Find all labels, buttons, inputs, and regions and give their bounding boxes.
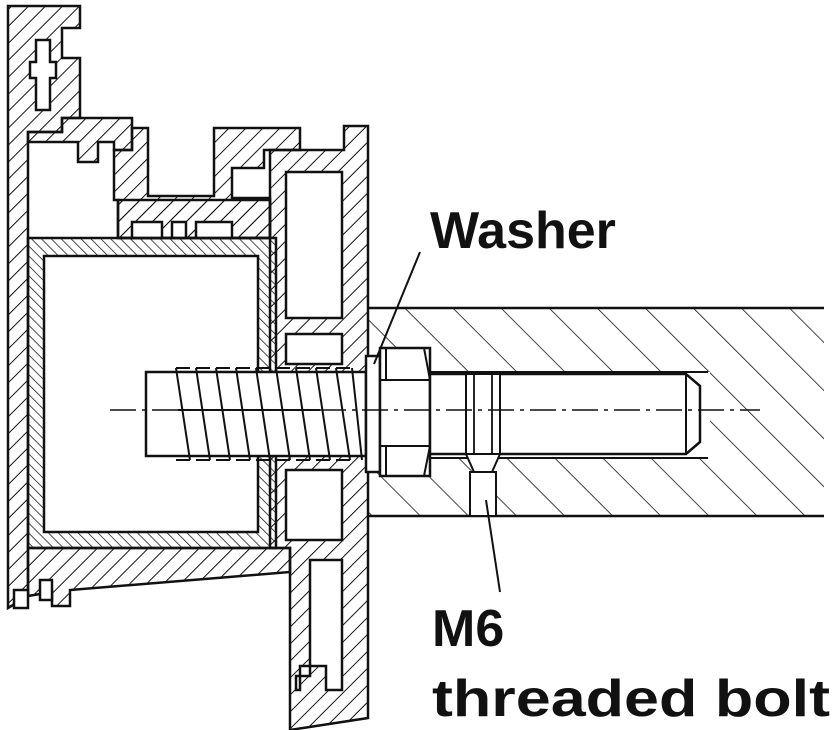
bolt-dowel bbox=[469, 471, 497, 517]
bolt-assembly bbox=[110, 346, 760, 517]
bolt-label-line2: threaded bolt bbox=[432, 670, 830, 728]
washer-label: Washer bbox=[430, 202, 616, 260]
bolt-collar bbox=[465, 373, 501, 455]
profile-bottom-flange bbox=[26, 546, 292, 608]
bottom-slot-mid bbox=[38, 578, 54, 602]
front-cavity-top bbox=[284, 170, 344, 320]
hex-nut bbox=[378, 346, 432, 478]
front-cavity-mid bbox=[284, 332, 344, 366]
front-cavity-low bbox=[284, 468, 344, 542]
profile-window-3 bbox=[194, 220, 234, 240]
steel-tube bbox=[26, 236, 278, 550]
leader-lines bbox=[373, 251, 501, 593]
bolt-leader bbox=[485, 499, 501, 593]
bottom-slot-left bbox=[12, 588, 30, 610]
profile-slot bbox=[28, 38, 58, 112]
profile-window-2 bbox=[170, 220, 188, 240]
profile-window-1 bbox=[130, 220, 164, 240]
aluminium-profile bbox=[6, 4, 370, 730]
bolt-label-line1: M6 bbox=[432, 600, 504, 658]
insert-threads bbox=[175, 367, 363, 461]
profile-top-flange bbox=[26, 116, 134, 164]
front-cavity-bottom bbox=[294, 558, 344, 692]
washer-leader bbox=[373, 251, 421, 365]
washer bbox=[364, 354, 382, 474]
